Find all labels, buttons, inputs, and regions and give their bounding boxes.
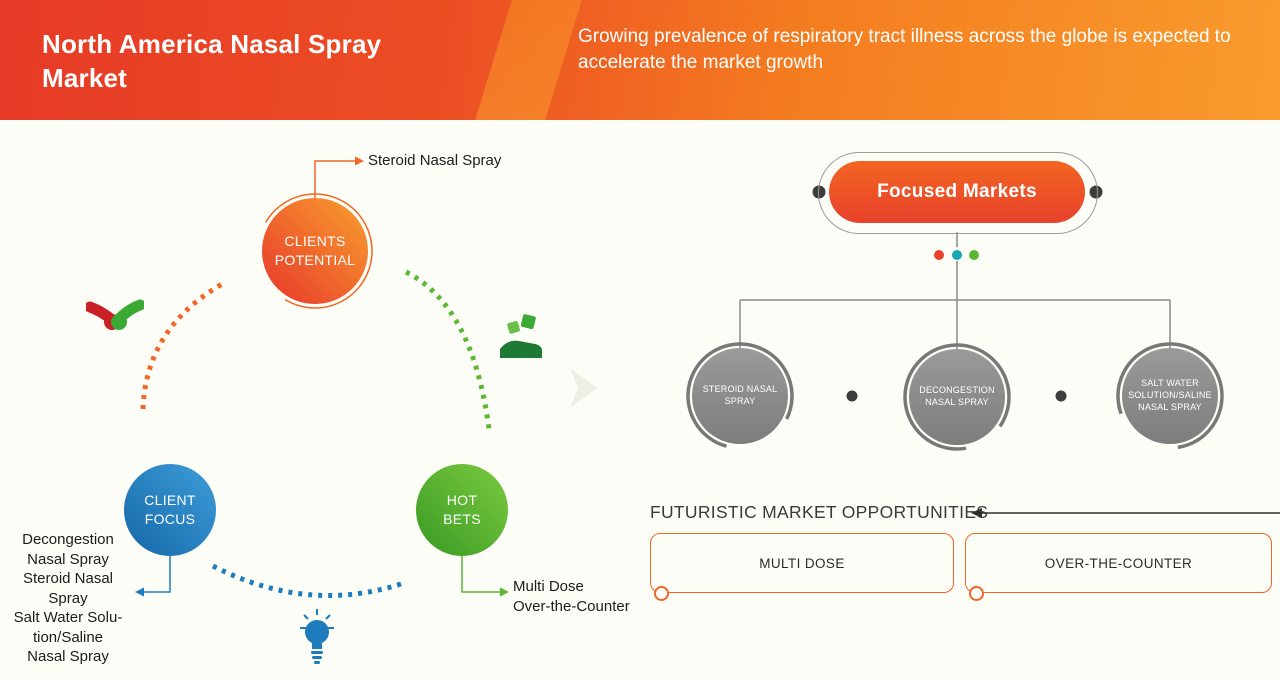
node-salt-water-label: SALT WATER SOLUTION/SALINE NASAL SPRAY [1128,378,1212,412]
focused-markets-pill: Focused Markets [829,161,1085,223]
light-bulb-icon [300,609,334,664]
node-steroid-label: STEROID NASAL SPRAY [702,384,778,406]
corner-dot-icon [654,586,669,601]
page-subtitle: Growing prevalence of respiratory tract … [578,26,1231,73]
opportunity-box-multi-dose: MULTI DOSE [650,533,954,601]
node-salt-water-nasal-spray: SALT WATER SOLUTION/SALINE NASAL SPRAY [1122,348,1218,444]
handshake-icon [86,299,144,330]
hot-bets-label: HOT BETS [443,492,481,527]
clients-potential-label: CLIENTS POTENTIAL [274,233,356,268]
futuristic-opportunities-heading: FUTURISTIC MARKET OPPORTUNITIES [650,502,989,522]
focused-markets-outline [818,152,1098,234]
client-focus-bubble: CLIENT FOCUS [124,464,216,556]
multi-dose-label: MULTI DOSE [759,555,845,571]
header-banner: North America Nasal Spray Market Growing… [0,0,1280,120]
corner-dot-icon [969,586,984,601]
over-the-counter-label: OVER-THE-COUNTER [1044,555,1193,571]
hot-bets-bubble: HOT BETS [416,464,508,556]
page-title: North America Nasal Spray Market [42,29,382,93]
node-decongestion-label: DECONGESTION NASAL SPRAY [919,385,995,407]
focused-markets-title: Focused Markets [877,181,1037,202]
node-steroid-nasal-spray: STEROID NASAL SPRAY [692,348,788,444]
client-focus-callout: Decongestion Nasal Spray Steroid Nasal S… [13,531,123,665]
clients-potential-callout: Steroid Nasal Spray [368,152,502,169]
client-focus-label: CLIENT FOCUS [144,492,196,527]
clients-potential-bubble: CLIENTS POTENTIAL [262,198,368,304]
hot-bets-callout: Multi Dose Over-the-Counter [513,578,630,615]
money-hand-icon [500,314,542,358]
opportunity-box-over-the-counter: OVER-THE-COUNTER [965,533,1272,601]
node-decongestion-nasal-spray: DECONGESTION NASAL SPRAY [909,349,1005,445]
